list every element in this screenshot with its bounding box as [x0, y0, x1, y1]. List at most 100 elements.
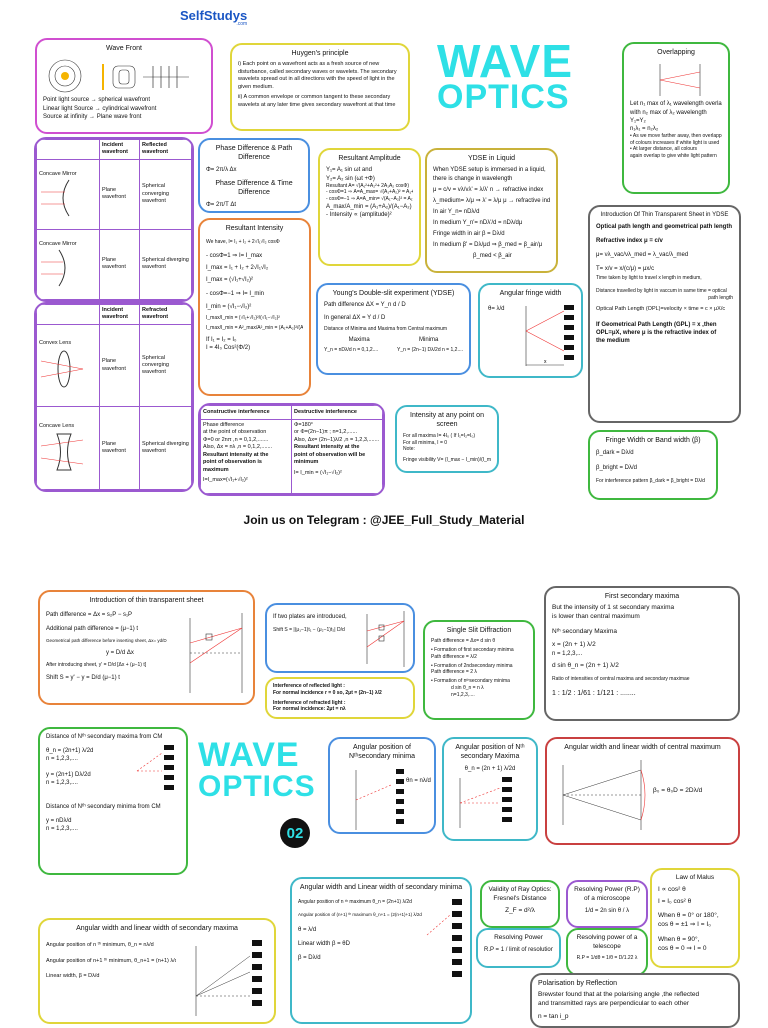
- resultant-intensity-box: Resultant Intensity We have, I= I₁ + I₂ …: [198, 218, 311, 396]
- fringe-axis-label: x: [544, 359, 547, 365]
- intensity-point-title: Intensity at any point on screen: [410, 412, 484, 429]
- intensity-line: I_max/I_min = (√I₁+√I₂)²/(√I₁−√I₂)²: [206, 314, 280, 321]
- slit-line: • Formation of first secondary minima: [431, 647, 514, 654]
- liquid-line: In medium β' = Dλ/μd ⇒ β_med = β_air/μ: [433, 242, 543, 249]
- overlapping-diagram: [659, 64, 701, 97]
- sheet-line: Optical path length and geometrical path…: [596, 224, 733, 231]
- slit-line: • Formation of nᵗʰsecondary minima: [431, 678, 510, 685]
- resultant-amplitude-box: Resultant Amplitude Y₁= A₁ sin ωt and Y₂…: [318, 148, 421, 266]
- secondary-line: d sin θ_n = (2n + 1) λ/2: [552, 661, 619, 669]
- sec-min-line: Angular position of n ᵗʰ maximum θ_n = (…: [298, 899, 412, 906]
- sheet-line: T= x/v = x/(c/μ) = μx/c: [596, 266, 655, 273]
- central-width-title: Angular width and linear width of centra…: [564, 744, 721, 751]
- resolving-micro-formula: 1/d = 2n sin θ / λ: [584, 907, 630, 914]
- overlapping-title: Overlapping: [657, 49, 695, 56]
- malus-line: I ∝ cos² θ: [658, 885, 686, 893]
- ray-optics-title: Validity of Ray Optics: Fresnel's Distan…: [488, 886, 552, 902]
- fringe-line: β_bright = Dλ/d: [596, 464, 637, 471]
- malus-box: Law of Malus I ∝ cos² θ I = I₀ cos² θ Wh…: [650, 868, 740, 968]
- liquid-line: λ_medium= λ/μ ⇒ λ' = λ/μ μ → refractive …: [433, 197, 550, 204]
- secondary-line: But the intensity of 1 st secondary maxi…: [552, 604, 675, 612]
- sheet-line: μ= νλ_vac/νλ_med = λ_vac/λ_med: [596, 252, 689, 259]
- refracted-line: For normal incidence r = 0 so, 2μt = (2n…: [273, 689, 382, 696]
- cm-line: y = nDλ/d: [46, 818, 72, 825]
- angular-minima-title: Angular position of Nᵗʰsecondary minima: [348, 744, 416, 761]
- sec-maxima-width-box: Angular width and linear width of second…: [38, 918, 276, 1024]
- single-slit-box: Single Slit Diffraction Path difference …: [423, 620, 535, 720]
- sec-min-line: β = Dλ/d: [298, 955, 321, 962]
- ray-optics-box: Validity of Ray Optics: Fresnel's Distan…: [480, 880, 560, 928]
- intensity-point-box: Intensity at any point on screen For all…: [395, 405, 499, 473]
- angular-maxima-formula: θ_n = (2n + 1) λ/2d: [464, 765, 516, 772]
- thin-sheet2-box: Introduction of thin transparent sheet P…: [38, 590, 255, 705]
- sheet-line: path length: [708, 294, 733, 301]
- table-row: Convex Lens: [36, 323, 100, 408]
- sheet-line: OPL=μX, where μ is the refractive index …: [596, 330, 717, 337]
- amp-line: - cosΦ=1 ⇒ A=A_max= √(A₁+A₂)² = A₁+A₂: [326, 189, 413, 196]
- secondary-line: x = (2n + 1) λ/2: [552, 640, 596, 648]
- sec-minima-diagram: [426, 899, 462, 978]
- liquid-line: μ = c/v = vλ/vλ' = λ/λ' n → refractive i…: [433, 186, 544, 193]
- thin-sheet2-diagram: [189, 613, 243, 694]
- fringe-width-title: Fringe Width or Band width (β): [605, 437, 701, 444]
- liquid-line: In medium Y_n'= nDλ'/d = nDλ/dμ: [433, 219, 523, 226]
- resolving-power-formula: R.P = 1 / limit of resolution: [484, 946, 553, 953]
- table-header: Incident wavefront: [98, 139, 141, 160]
- thin-sheet-title: Introduction Of Thin Transparent Sheet i…: [600, 212, 729, 218]
- intensity-line: I_max = (√I₁+√I₂)²: [206, 277, 253, 284]
- fringe-diagram: x: [525, 305, 574, 367]
- telegram-banner: Join us on Telegram : @JEE_Full_Study_Ma…: [243, 513, 525, 527]
- title2-optics: OPTICS: [198, 770, 316, 803]
- interference-box: Constructive interference Destructive in…: [198, 403, 385, 496]
- resolving-microscope-box: Resolving Power (R.P) of a microscope 1/…: [566, 880, 648, 928]
- sheet-line: the medium: [596, 338, 630, 345]
- malus-line: When θ = 90°,: [658, 935, 700, 943]
- table-cell: Plane wavefront: [98, 323, 141, 408]
- first-secondary-box: First secondary maxima But the intensity…: [544, 586, 740, 721]
- malus-line: cos θ = ±1 ⇒ I = I₀: [658, 921, 711, 929]
- cm-line: n = 1,2,3,....: [46, 756, 78, 763]
- resolving-micro-title: Resolving Power (R.P) of a microscope: [574, 886, 640, 902]
- resolving-power-box: Resolving Power R.P = 1 / limit of resol…: [476, 928, 561, 968]
- liquid-line: Fringe width in air β = Dλ/d: [433, 231, 505, 237]
- intensity-line: I_max/I_min = A²_max/A²_min = (A₁+A₂)²/(…: [206, 325, 303, 332]
- ydse-line: Distance of Minima and Maxima from Centr…: [324, 325, 448, 332]
- liquid-line: In air Y_n= nDλ/d: [433, 208, 480, 215]
- slit-line: n=1,2,3,....: [451, 691, 475, 698]
- slit-line: Path difference = λ/2: [431, 653, 477, 660]
- point-line: Note:: [403, 446, 415, 453]
- plates-line: Shift S = |(μ₁−1)t₁ − (μ₂−1)t₂| D/d: [273, 627, 345, 634]
- angular-fringe-box: Angular fringe width θ= λ/d x: [478, 283, 583, 378]
- angular-minima-box: Angular position of Nᵗʰsecondary minima …: [328, 737, 436, 834]
- secondary-line: Ratio of intensities of central maxima a…: [552, 676, 690, 683]
- thin-sheet2-title: Introduction of thin transparent sheet: [89, 597, 204, 604]
- polarisation-line: n = tan i_p: [538, 1012, 569, 1020]
- table-cell: Spherical diverging wavefront: [139, 406, 192, 490]
- ydse-liquid-box: YDSE in Liquid When YDSE setup is immers…: [425, 148, 558, 273]
- title-wave: WAVE: [437, 35, 574, 87]
- cm-diagram: [136, 745, 175, 791]
- sec-max-line: Linear width, β = Dλ/d: [46, 973, 100, 980]
- malus-line: cos θ = 0 ⇒ I = 0: [658, 944, 707, 952]
- maxima-label: Maxima: [348, 337, 370, 344]
- first-secondary-title: First secondary maxima: [604, 593, 680, 600]
- nth-max-cm-box: Distance of Nᵗʰ secondary maxima from CM…: [38, 727, 188, 875]
- amp-line: Y₁= A₁ sin ωt and: [326, 167, 372, 174]
- title-optics: OPTICS: [437, 78, 570, 116]
- cm-line: n = 1,2,3,....: [46, 826, 78, 833]
- sec-minima-width-title: Angular width and Linear width of second…: [299, 884, 463, 891]
- fringe-width-box: Fringe Width or Band width (β) β_dark = …: [588, 430, 718, 500]
- angular-minima-diagram: [355, 768, 404, 830]
- sheet-line: Optical Path Length (OPL)=velocity × tim…: [596, 305, 726, 312]
- ray-optics-formula: Z_F = d²/λ: [505, 906, 535, 914]
- central-width-formula: β₀ = θ₀D = 2Dλ/d: [653, 787, 703, 795]
- cm-line: y = (2n+1) Dλ/2d: [46, 772, 91, 779]
- amp-line: Y₂= A₂ sin (ωt +Φ): [326, 175, 375, 182]
- slit-line: • Formation of 2ndsecondary minima: [431, 662, 513, 669]
- slit-line: Path difference = Δx= d sin θ: [431, 638, 496, 645]
- table-cell: Spherical converging wavefront: [139, 158, 192, 230]
- sec-maxima-diagram: [195, 940, 262, 1017]
- fringe-line: For interference pattern β_dark = β_brig…: [596, 477, 705, 484]
